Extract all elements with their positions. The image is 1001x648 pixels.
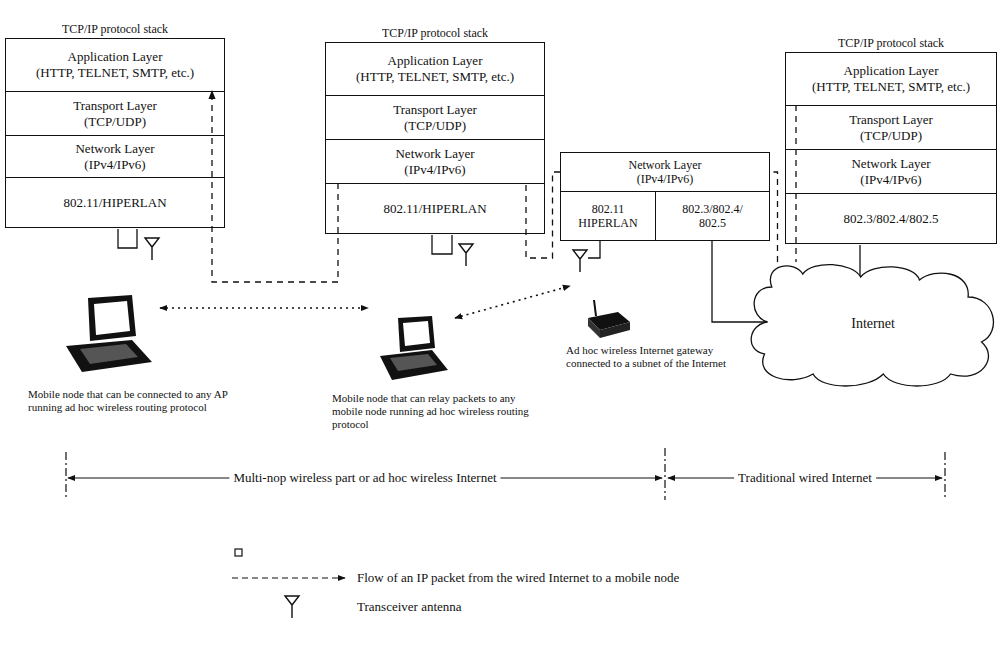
- wireless-link: [455, 286, 570, 318]
- protocol-stack: TCP/IP protocol stackApplication Layer(H…: [325, 42, 545, 234]
- wired-link: [712, 241, 766, 322]
- layer-text: 802.3/802.4/802.5: [844, 211, 939, 227]
- boundary-marker: [65, 452, 66, 500]
- laptop-keys: [390, 354, 437, 371]
- packet-flow: [795, 105, 796, 262]
- layer-text: (TCP/UDP): [860, 128, 922, 144]
- gateway-caption: Ad hoc wireless Internet gateway connect…: [566, 344, 731, 370]
- legend-square: [235, 549, 242, 556]
- layer-text: Network Layer: [395, 146, 474, 162]
- gateway-front: [600, 322, 630, 338]
- cloud-shape: [751, 265, 993, 386]
- laptop-display: [94, 301, 130, 335]
- laptop-keys: [80, 344, 138, 364]
- gateway-side: [588, 318, 600, 338]
- antenna-wire: [118, 229, 137, 248]
- layer-text: Transport Layer: [849, 112, 933, 128]
- layer-text: Application Layer: [388, 53, 483, 69]
- span-arrow: [668, 477, 942, 478]
- protocol-layer: Network Layer(IPv4/IPv6): [786, 149, 996, 193]
- packet-flow: [770, 172, 778, 262]
- protocol-stack: TCP/IP protocol stackApplication Layer(H…: [5, 38, 225, 228]
- antenna-symbol: [459, 244, 473, 266]
- internet-cloud: Internet: [749, 262, 997, 387]
- protocol-layer: Transport Layer(TCP/UDP): [326, 95, 544, 139]
- wired-link: [859, 245, 860, 277]
- protocol-layer: 802.3/802.4/ 802.5: [655, 191, 770, 241]
- layer-text: 802.11 HIPERLAN: [572, 202, 644, 231]
- gateway-icon: [588, 300, 630, 338]
- protocol-layer: 802.3/802.4/802.5: [786, 193, 996, 243]
- protocol-layer: 802.11/HIPERLAN: [6, 177, 224, 227]
- layer-text: (IPv4/IPv6): [404, 162, 465, 178]
- antenna-symbol: [573, 250, 587, 272]
- protocol-layer: 802.11/HIPERLAN: [326, 183, 544, 233]
- layer-text: Network Layer: [851, 156, 930, 172]
- layer-text: Transport Layer: [393, 102, 477, 118]
- layer-text: Transport Layer: [73, 98, 157, 114]
- layer-text: 802.3/802.4/ 802.5: [670, 202, 756, 231]
- layer-text: (IPv4/IPv6): [637, 172, 694, 186]
- layer-text: 802.11/HIPERLAN: [383, 201, 486, 217]
- layer-text: (HTTP, TELNET, SMTP, etc.): [356, 69, 514, 85]
- layer-text: (TCP/UDP): [84, 114, 146, 130]
- antenna-wire: [588, 241, 600, 258]
- layer-text: Network Layer: [629, 158, 702, 172]
- protocol-layer: Network Layer(IPv4/IPv6): [560, 152, 770, 192]
- layer-text: (IPv4/IPv6): [84, 157, 145, 173]
- stack-heading: TCP/IP protocol stack: [786, 36, 996, 50]
- region-label: Multi-nop wireless part or ad hoc wirele…: [229, 470, 500, 486]
- region-label: Traditional wired Internet: [734, 470, 876, 486]
- stack-heading: TCP/IP protocol stack: [326, 26, 544, 40]
- span-arrow: [68, 477, 662, 478]
- boundary-marker: [944, 452, 945, 500]
- packet-flow: [212, 91, 338, 282]
- node-caption: Mobile node that can be connected to any…: [28, 388, 238, 414]
- stack-heading: TCP/IP protocol stack: [6, 22, 224, 36]
- layer-text: (TCP/UDP): [404, 118, 466, 134]
- laptop-screen: [398, 316, 435, 352]
- antenna-wire: [432, 235, 452, 254]
- node-caption: Mobile node that can relay packets to an…: [332, 392, 547, 432]
- layer-text: Application Layer: [68, 49, 163, 65]
- protocol-layer: Network Layer(IPv4/IPv6): [326, 139, 544, 183]
- protocol-layer: Transport Layer(TCP/UDP): [6, 91, 224, 135]
- layer-text: (HTTP, TELNET, SMTP, etc.): [812, 79, 970, 95]
- layer-text: (HTTP, TELNET, SMTP, etc.): [36, 65, 194, 81]
- packet-flow: [526, 172, 560, 258]
- legend-line-sample: [232, 577, 345, 578]
- protocol-layer: Application Layer(HTTP, TELNET, SMTP, et…: [326, 43, 544, 95]
- laptop-screen: [88, 295, 136, 341]
- layer-text: 802.11/HIPERLAN: [63, 195, 166, 211]
- legend-antenna-sample: [285, 596, 299, 618]
- protocol-layer: Network Layer(IPv4/IPv6): [6, 135, 224, 177]
- protocol-layer: Application Layer(HTTP, TELNET, SMTP, et…: [6, 39, 224, 91]
- protocol-stack: TCP/IP protocol stackApplication Layer(H…: [785, 52, 997, 244]
- layer-text: (IPv4/IPv6): [860, 172, 921, 188]
- cloud-label: Internet: [851, 316, 895, 333]
- boundary-marker: [664, 448, 665, 500]
- wireless-link: [160, 307, 368, 309]
- legend-text: Flow of an IP packet from the wired Inte…: [357, 570, 679, 586]
- laptop-base: [380, 350, 448, 380]
- laptop-base: [66, 340, 152, 372]
- laptop-icon: [380, 316, 448, 380]
- protocol-layer: Transport Layer(TCP/UDP): [786, 105, 996, 149]
- laptop-display: [403, 321, 430, 346]
- layer-text: Network Layer: [75, 141, 154, 157]
- protocol-layer: Application Layer(HTTP, TELNET, SMTP, et…: [786, 53, 996, 105]
- protocol-layer: 802.11 HIPERLAN: [560, 191, 656, 241]
- legend-text: Transceiver antenna: [357, 599, 462, 615]
- laptop-icon: [66, 295, 152, 372]
- antenna-symbol: [145, 238, 159, 260]
- gateway-antenna: [594, 300, 596, 316]
- cloud-outline: [749, 262, 997, 387]
- layer-text: Application Layer: [844, 63, 939, 79]
